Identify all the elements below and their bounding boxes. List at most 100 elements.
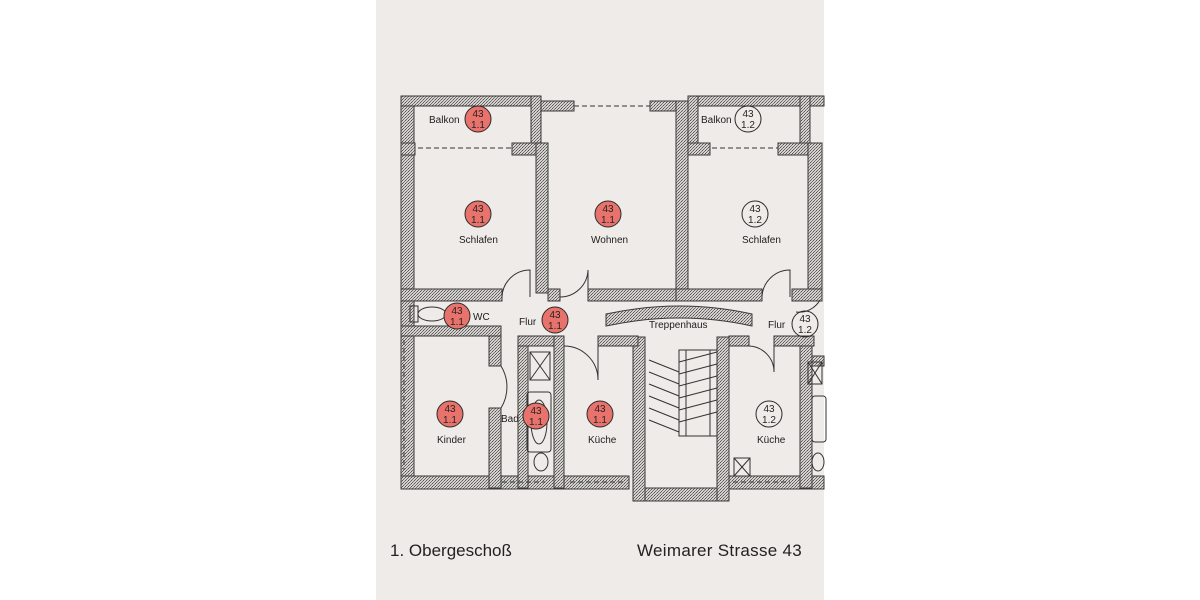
label-schlafen-left: Schlafen xyxy=(459,235,498,246)
wohnen-bottom-wall xyxy=(587,288,689,302)
kueche-right-top-wall xyxy=(728,335,750,347)
sink-bad xyxy=(533,452,549,472)
balkon-left-right-wall xyxy=(530,95,542,151)
balkon-left-top-wall xyxy=(400,95,542,107)
marker-circle xyxy=(791,310,819,338)
marker-unit-number: 1.2 xyxy=(741,120,755,131)
marker-schlafen-left: 431.1 xyxy=(464,200,492,228)
marker-house-number: 43 xyxy=(472,204,484,215)
marker-house-number: 43 xyxy=(602,204,614,215)
marker-balkon-right: 431.2 xyxy=(734,105,762,133)
bad-kueche-wall xyxy=(553,335,565,489)
marker-unit-number: 1.1 xyxy=(471,215,485,226)
label-wohnen: Wohnen xyxy=(591,235,628,246)
label-wc: WC xyxy=(473,312,490,323)
stair-wall-right xyxy=(716,336,730,502)
marker-circle xyxy=(522,402,550,430)
label-flur-right: Flur xyxy=(768,320,786,331)
marker-circle xyxy=(443,302,471,330)
marker-flur-right: 431.2 xyxy=(791,310,819,338)
label-kinder: Kinder xyxy=(437,435,467,446)
label-schlafen-right: Schlafen xyxy=(742,235,781,246)
label-kueche-left: Küche xyxy=(588,435,617,446)
marker-unit-number: 1.1 xyxy=(450,317,464,328)
marker-house-number: 43 xyxy=(530,406,542,417)
marker-balkon-left: 431.1 xyxy=(464,105,492,133)
right-bath-shaft-box xyxy=(807,361,823,385)
marker-unit-number: 1.2 xyxy=(748,215,762,226)
label-treppenhaus: Treppenhaus xyxy=(649,320,708,331)
door-swing-flur-left-2 xyxy=(559,269,589,298)
schlafen-right-right-wall xyxy=(807,142,823,302)
balkon-right-left-wall xyxy=(687,95,699,151)
marker-circle xyxy=(594,200,622,228)
marker-circle xyxy=(741,200,769,228)
schlafen-right-top-wall-2 xyxy=(777,142,813,156)
staircase xyxy=(648,349,718,437)
wall-schlafen-wohnen xyxy=(535,142,549,294)
marker-house-number: 43 xyxy=(799,314,811,325)
marker-unit-number: 1.1 xyxy=(601,215,615,226)
address-caption: Weimarer Strasse 43 xyxy=(637,541,803,560)
marker-unit-number: 1.1 xyxy=(471,120,485,131)
marker-kueche-left: 431.1 xyxy=(586,400,614,428)
door-swing-flur-left-1 xyxy=(501,269,531,298)
marker-circle xyxy=(586,400,614,428)
marker-wohnen: 431.1 xyxy=(594,200,622,228)
wall-wohnen-schlafen-right xyxy=(675,100,689,302)
wc-toilet xyxy=(409,305,447,323)
marker-bad: 431.1 xyxy=(522,402,550,430)
marker-flur-left: 431.1 xyxy=(541,306,569,334)
sink-right xyxy=(811,452,825,472)
kinder-right-wall-lower xyxy=(488,407,502,489)
schlafen-left-bottom-wall xyxy=(400,288,503,302)
door-swing-right-flur xyxy=(795,299,821,313)
marker-house-number: 43 xyxy=(763,404,775,415)
label-flur-left: Flur xyxy=(519,317,537,328)
marker-schlafen-right: 431.2 xyxy=(741,200,769,228)
marker-kueche-right: 431.2 xyxy=(755,400,783,428)
marker-unit-number: 1.2 xyxy=(762,415,776,426)
marker-house-number: 43 xyxy=(742,109,754,120)
marker-circle xyxy=(464,105,492,133)
wohnen-top-wall-left xyxy=(536,100,575,112)
label-balkon-right: Balkon xyxy=(701,115,732,126)
schlafen-right-bottom-wall xyxy=(675,288,763,302)
marker-house-number: 43 xyxy=(549,310,561,321)
kueche-right-top-wall-2 xyxy=(773,335,815,347)
marker-circle xyxy=(755,400,783,428)
marker-unit-number: 1.1 xyxy=(529,417,543,428)
kueche-top-wall xyxy=(597,335,639,347)
stairwell-arch xyxy=(605,305,753,327)
floor-caption: 1. Obergeschoß xyxy=(390,541,512,560)
marker-wc: 431.1 xyxy=(443,302,471,330)
marker-house-number: 43 xyxy=(451,306,463,317)
marker-unit-number: 1.1 xyxy=(443,415,457,426)
stair-wall-left xyxy=(632,336,646,502)
right-bath-top-wall xyxy=(811,355,825,367)
marker-house-number: 43 xyxy=(749,204,761,215)
label-bad: Bad xyxy=(501,414,519,425)
marker-house-number: 43 xyxy=(594,404,606,415)
marker-unit-number: 1.1 xyxy=(593,415,607,426)
marker-house-number: 43 xyxy=(472,109,484,120)
wohnen-bottom-wall-left xyxy=(547,288,561,302)
schlafen-left-top-wall xyxy=(400,142,416,156)
marker-house-number: 43 xyxy=(444,404,456,415)
door-swing-flur-right xyxy=(761,269,791,298)
marker-kinder: 431.1 xyxy=(436,400,464,428)
marker-circle xyxy=(464,200,492,228)
bathtub-right xyxy=(811,395,827,443)
marker-unit-number: 1.2 xyxy=(798,325,812,336)
bad-shaft-box xyxy=(529,351,551,381)
door-swing-kueche-right xyxy=(748,345,775,373)
stair-landing-wall xyxy=(644,487,718,502)
unit-markers: 431.1 431.1 431.1 431.2 431.2 431.1 431.… xyxy=(436,105,819,430)
fixtures xyxy=(403,105,827,483)
marker-unit-number: 1.1 xyxy=(548,321,562,332)
door-swing-kueche xyxy=(563,345,599,381)
marker-circle xyxy=(436,400,464,428)
label-balkon-left: Balkon xyxy=(429,115,460,126)
